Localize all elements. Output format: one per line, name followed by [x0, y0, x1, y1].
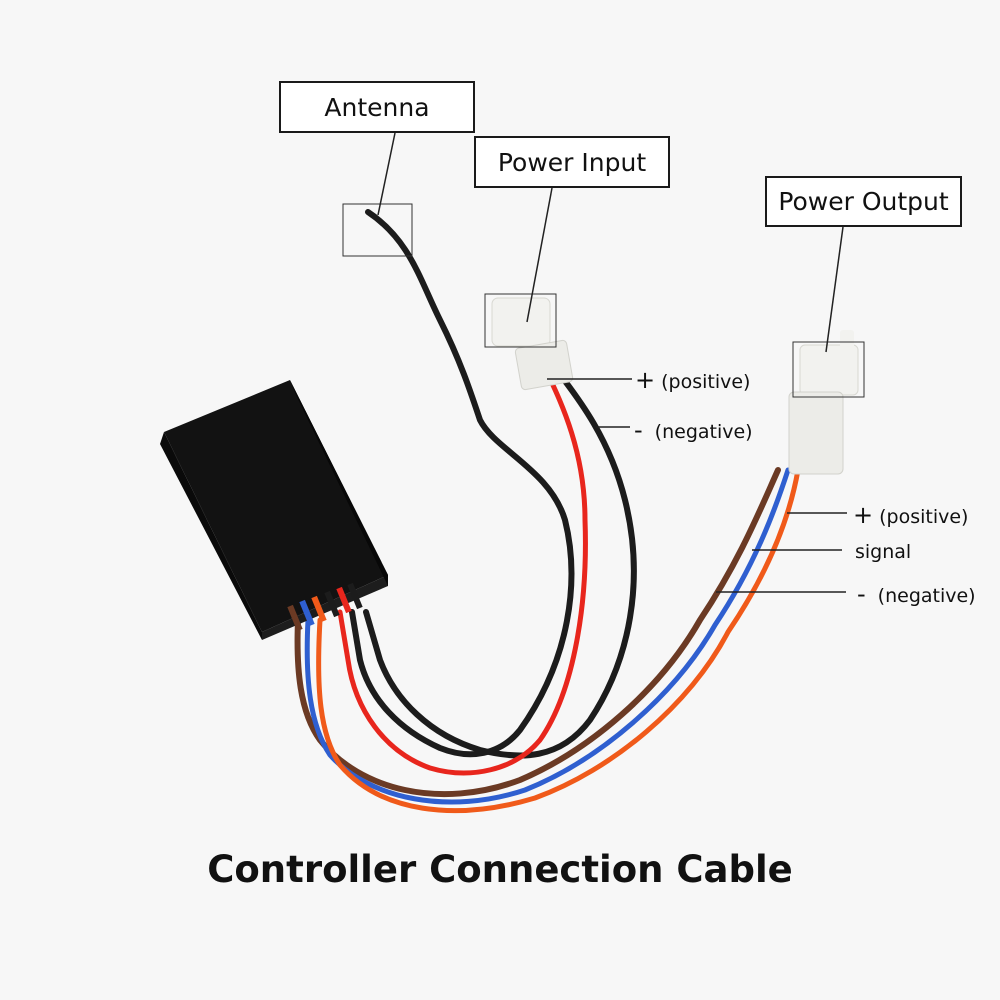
input-negative-label: -(negative)	[634, 416, 753, 444]
output-signal-label: signal	[855, 541, 912, 563]
power-output-label: Power Output	[765, 176, 962, 227]
output-positive-sign: +	[853, 501, 874, 529]
power-input-red-wire	[337, 365, 588, 776]
power-input-highlight-box	[484, 293, 557, 348]
output-blue-wire	[304, 467, 791, 805]
antenna-leader	[377, 132, 396, 216]
power-input-leader	[526, 187, 553, 323]
antenna-wire	[349, 209, 575, 758]
input-positive-text: (positive)	[661, 371, 751, 393]
output-positive-text: (positive)	[879, 506, 969, 528]
output-negative-text: (negative)	[877, 585, 976, 607]
power-input-connector	[491, 297, 574, 391]
output-brown-wire	[294, 467, 781, 798]
power-input-label: Power Input	[474, 136, 670, 188]
input-negative-sign: -	[634, 416, 643, 444]
output-positive-label: +(positive)	[853, 501, 968, 529]
input-positive-sign: +	[635, 366, 656, 394]
output-negative-label: -(negative)	[857, 580, 976, 608]
caption-title: Controller Connection Cable	[207, 848, 793, 891]
power-output-connector	[788, 330, 859, 475]
module-wire-stubs	[287, 582, 363, 632]
antenna-label: Antenna	[279, 81, 475, 133]
input-positive-label: +(positive)	[635, 366, 750, 394]
antenna-highlight-box	[342, 203, 413, 257]
input-negative-text: (negative)	[654, 421, 753, 443]
power-output-highlight-box	[792, 341, 865, 398]
output-orange-wire	[316, 467, 801, 814]
power-output-leader	[825, 226, 844, 353]
controller-module	[160, 380, 388, 640]
output-negative-sign: -	[857, 580, 866, 608]
power-input-black-wire	[363, 365, 637, 759]
